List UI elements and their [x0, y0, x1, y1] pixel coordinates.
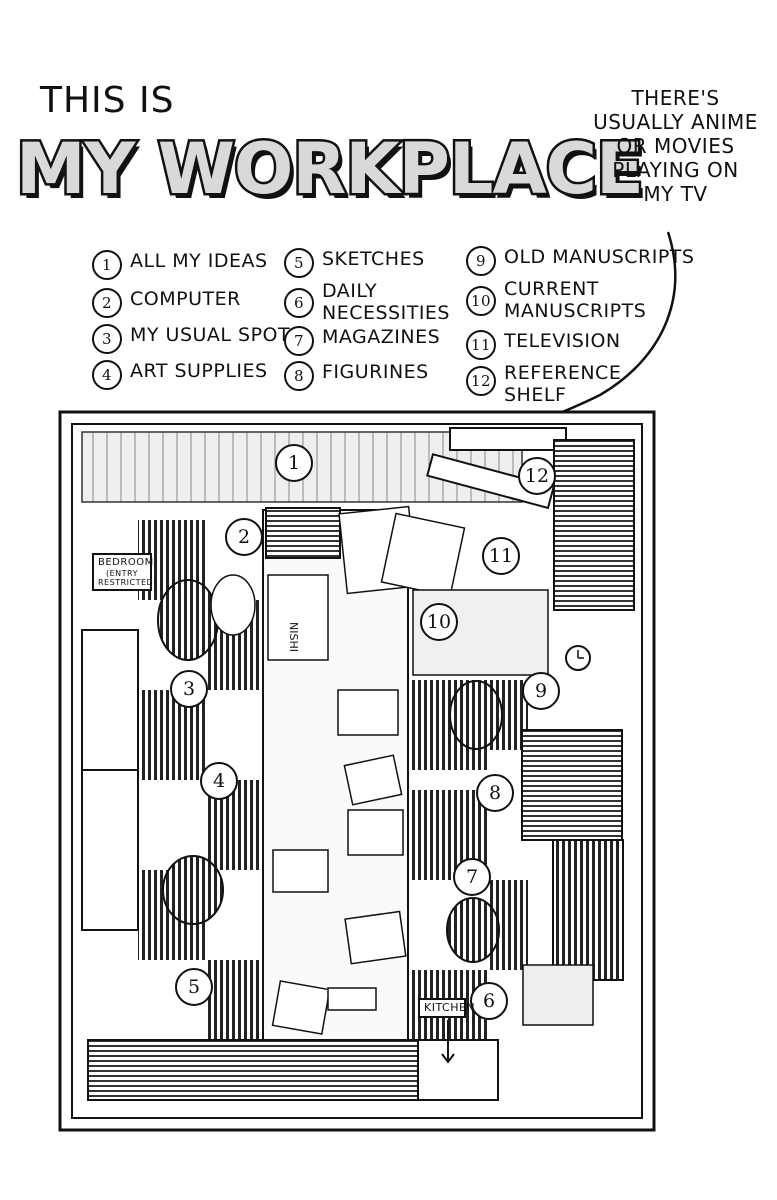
legend-item: 6 DAILY NECESSITIES	[284, 280, 450, 324]
legend-label: MY USUAL SPOT	[130, 324, 291, 346]
callout-12: 12	[518, 457, 556, 495]
legend-number: 11	[466, 330, 496, 360]
legend-label: ART SUPPLIES	[130, 360, 268, 382]
note-line: OR MOVIES	[616, 134, 735, 158]
legend-label: OLD MANUSCRIPTS	[504, 246, 695, 268]
callout-11: 11	[482, 537, 520, 575]
floorplan-illustration: NISHI	[58, 410, 656, 1132]
bedroom-note: (ENTRY RESTRICTED)	[98, 569, 157, 587]
callout-4: 4	[200, 762, 238, 800]
bedroom-sign: BEDROOM (ENTRY RESTRICTED)	[92, 553, 157, 591]
legend-number: 9	[466, 246, 496, 276]
callout-2: 2	[225, 518, 263, 556]
callout-8: 8	[476, 774, 514, 812]
legend-item: 7 MAGAZINES	[284, 326, 440, 356]
legend-item: 9 OLD MANUSCRIPTS	[466, 246, 694, 276]
legend-number: 4	[92, 360, 122, 390]
page-title: MY WORKPLACE	[14, 126, 647, 213]
legend-item: 2 COMPUTER	[92, 288, 241, 318]
callout-10: 10	[420, 603, 458, 641]
legend-item: 10 CURRENT MANUSCRIPTS	[466, 278, 646, 322]
callout-7: 7	[453, 858, 491, 896]
title-small: THIS IS	[40, 80, 175, 121]
callout-6: 6	[470, 982, 508, 1020]
legend-item: 4 ART SUPPLIES	[92, 360, 268, 390]
legend-label: MANUSCRIPTS	[504, 300, 647, 322]
note-line: PLAYING ON	[612, 158, 739, 182]
legend-item: 3 MY USUAL SPOT	[92, 324, 290, 354]
legend-label: FIGURINES	[322, 361, 429, 383]
legend-number: 2	[92, 288, 122, 318]
legend-number: 10	[466, 286, 496, 316]
callout-5: 5	[175, 968, 213, 1006]
legend-number: 3	[92, 324, 122, 354]
callout-3: 3	[170, 670, 208, 708]
legend-label: REFERENCE	[504, 362, 622, 384]
paper-label: NISHI	[287, 622, 300, 652]
legend-number: 6	[284, 288, 314, 318]
legend-label: MAGAZINES	[322, 326, 441, 348]
bedroom-label: BEDROOM	[98, 557, 154, 568]
legend-label: NECESSITIES	[322, 302, 450, 324]
legend-label: ALL MY IDEAS	[130, 250, 268, 272]
legend-number: 1	[92, 250, 122, 280]
legend-label: TELEVISION	[504, 330, 621, 352]
legend-item: 1 ALL MY IDEAS	[92, 250, 268, 280]
note-line: THERE'S	[631, 86, 720, 110]
kitchen-sign: KITCHEN	[418, 998, 475, 1018]
legend-item: 11 TELEVISION	[466, 330, 621, 360]
callout-9: 9	[522, 672, 560, 710]
legend-label: SHELF	[504, 384, 567, 406]
legend-item: 12 REFERENCE SHELF	[466, 362, 621, 406]
note-line: MY TV	[643, 182, 708, 206]
legend-label: SKETCHES	[322, 248, 425, 270]
legend-number: 5	[284, 248, 314, 278]
legend-number: 8	[284, 361, 314, 391]
note-line: USUALLY ANIME	[593, 110, 758, 134]
legend-number: 12	[466, 366, 496, 396]
legend-item: 5 SKETCHES	[284, 248, 425, 278]
speech-note: THERE'S USUALLY ANIME OR MOVIES PLAYING …	[588, 86, 763, 206]
legend-item: 8 FIGURINES	[284, 361, 429, 391]
legend-number: 7	[284, 326, 314, 356]
legend-label: DAILY	[322, 280, 378, 302]
legend-label: COMPUTER	[130, 288, 241, 310]
legend-label: CURRENT	[504, 278, 599, 300]
callout-1: 1	[275, 444, 313, 482]
